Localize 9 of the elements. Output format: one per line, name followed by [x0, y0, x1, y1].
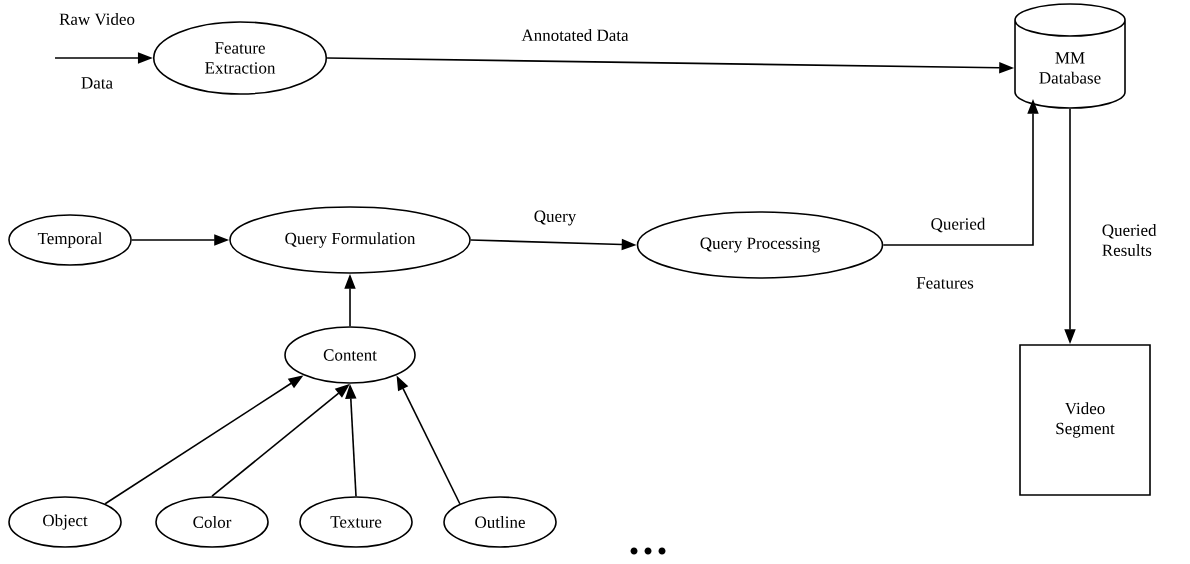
label: Data: [81, 77, 113, 89]
edge-label: Queried Results: [1102, 224, 1157, 256]
database-cylinder: MM Database: [1014, 3, 1126, 109]
edge-label: Queried: [931, 217, 986, 233]
edge-label: Raw Video: [59, 12, 135, 25]
output-box: Video Segment: [1019, 344, 1151, 496]
edge-label: Annotated Data: [521, 29, 629, 41]
edge-label: Query: [534, 210, 577, 226]
label: Features: [916, 277, 974, 289]
